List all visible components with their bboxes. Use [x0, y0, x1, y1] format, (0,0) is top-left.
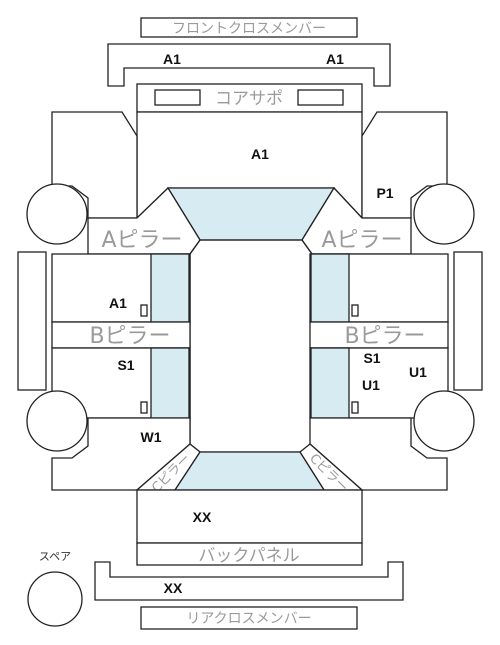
left-quarter-code: W1	[141, 429, 162, 445]
right-rear-window	[310, 347, 350, 419]
left-side-step	[17, 251, 47, 391]
right-rear-door-upper-code: S1	[363, 350, 380, 366]
left-rear-handle	[140, 401, 148, 414]
right-fender-code: P1	[376, 185, 393, 201]
right-front-window	[310, 253, 350, 323]
right-a-pillar-label: Aピラー	[321, 228, 402, 253]
left-rear-tire	[26, 390, 88, 452]
hood-code: A1	[251, 146, 269, 162]
right-side-step	[453, 251, 483, 391]
left-rear-door-code: S1	[117, 357, 134, 373]
rear-code: XX	[164, 580, 183, 596]
right-b-pillar-label: Bピラー	[344, 324, 425, 349]
front-bumper-bracket	[107, 43, 391, 87]
left-front-window	[150, 253, 190, 323]
spare-tire	[27, 571, 83, 627]
right-front-tire	[413, 183, 475, 245]
left-front-door-code: A1	[109, 295, 127, 311]
front-right-code: A1	[326, 51, 344, 67]
right-front-fender	[361, 111, 448, 219]
core-support-label: コアサポ	[215, 89, 283, 109]
left-b-pillar-label: Bピラー	[89, 324, 170, 349]
front-left-code: A1	[163, 51, 181, 67]
left-front-handle	[140, 304, 148, 317]
rear-cross-member-label: リアクロスメンバー	[186, 611, 311, 627]
left-b-pillar	[51, 321, 191, 349]
right-rear-door-lower-code: U1	[362, 377, 380, 393]
roof-panel	[189, 239, 313, 453]
right-rear-handle	[351, 401, 359, 414]
trunk-lid	[136, 489, 363, 544]
left-front-tire	[26, 183, 88, 245]
rear-bumper-bracket	[94, 561, 404, 601]
left-a-pillar-label: Aピラー	[101, 228, 182, 253]
left-rear-window	[150, 347, 190, 419]
right-front-handle	[351, 304, 359, 317]
rear-window-glass	[173, 451, 326, 491]
right-quarter-code: U1	[409, 364, 427, 380]
rear-cross-member-box	[140, 606, 358, 630]
right-b-pillar	[309, 321, 449, 349]
left-rear-quarter	[51, 417, 191, 491]
headlight-right	[297, 89, 344, 106]
front-cross-member-box	[140, 17, 358, 38]
right-rear-tire	[413, 390, 475, 452]
trunk-code: XX	[193, 509, 212, 525]
back-panel-label: バックパネル	[198, 546, 299, 566]
spare-label: スペア	[39, 550, 71, 563]
front-cross-member-label: フロントクロスメンバー	[172, 21, 326, 37]
headlight-left	[154, 89, 201, 106]
back-panel-box	[136, 542, 363, 566]
